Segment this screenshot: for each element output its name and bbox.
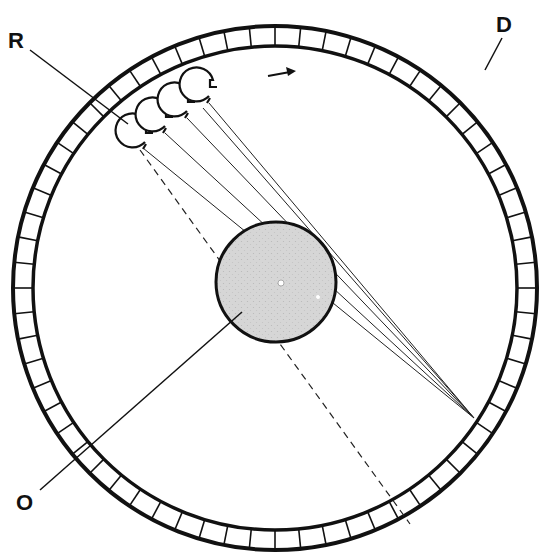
callout-letter: O: [16, 492, 33, 514]
detector-cell: [129, 489, 140, 506]
detector-cell: [13, 287, 33, 289]
detector-cell: [446, 103, 460, 117]
detector-cell: [129, 70, 140, 87]
detector-cell: [175, 46, 183, 64]
detector-cell: [44, 164, 62, 173]
detector-cell: [488, 164, 506, 173]
callout-letter: D: [496, 14, 512, 36]
detector-cell: [199, 520, 205, 539]
detector-cell: [516, 262, 536, 264]
detector-cell: [345, 37, 351, 56]
detector-cell: [151, 57, 160, 75]
detector-cell: [57, 142, 74, 153]
detector-cell: [409, 70, 420, 87]
x-ray-tube: [180, 67, 217, 103]
detector-cell: [24, 212, 43, 218]
detector-cell: [18, 335, 38, 339]
detector-cell: [199, 37, 205, 56]
detector-cell: [389, 57, 398, 75]
detector-cell: [33, 381, 51, 389]
ray: [143, 148, 474, 418]
detector-cell: [44, 402, 62, 411]
detector-cell: [368, 512, 376, 530]
ray: [165, 133, 474, 418]
detector-ring: [13, 26, 537, 550]
detector-cell: [109, 85, 122, 100]
detector-cell: [476, 422, 493, 433]
detector-cell: [488, 402, 506, 411]
detector-cell: [512, 335, 532, 339]
callout-letter: R: [8, 30, 24, 52]
object-detail: [278, 280, 284, 286]
central-ray: [140, 150, 410, 524]
detector-cell: [507, 212, 526, 218]
leader-line: [485, 38, 502, 70]
detector-cell: [24, 358, 43, 364]
detector-cell: [499, 381, 517, 389]
ring-outer: [13, 26, 537, 550]
detector-cell: [446, 459, 460, 473]
leader-lines: [30, 38, 502, 490]
ray: [203, 108, 474, 418]
detector-cell: [322, 525, 326, 545]
detector-cell: [274, 26, 276, 46]
detector-cell: [72, 122, 87, 135]
detector-cell: [18, 237, 38, 241]
detector-cell: [175, 512, 183, 530]
detector-cell: [322, 31, 326, 51]
ring-inner: [33, 46, 517, 530]
detector-cell: [109, 475, 122, 490]
detector-cell: [462, 442, 477, 455]
detector-cell: [429, 475, 442, 490]
detector-cell: [224, 31, 228, 51]
arrow-shaft: [268, 72, 290, 76]
detector-cell: [499, 188, 517, 196]
detector-cell: [368, 46, 376, 64]
detector-cell: [462, 122, 477, 135]
detector-cell: [507, 358, 526, 364]
ray: [187, 118, 474, 418]
detector-cell: [345, 520, 351, 539]
detector-cells: [13, 26, 537, 550]
detector-cell: [249, 529, 251, 549]
detector-cell: [389, 501, 398, 519]
motion-arrow: [268, 67, 296, 76]
object-circle: [216, 222, 336, 342]
detector-cell: [224, 525, 228, 545]
detector-cell: [299, 27, 301, 47]
detector-cell: [429, 85, 442, 100]
detector-cell: [409, 489, 420, 506]
detector-cell: [57, 422, 74, 433]
tube-nozzle: [185, 113, 188, 118]
detector-cell: [512, 237, 532, 241]
tube-nozzle: [143, 144, 146, 149]
tube-body: [180, 67, 217, 101]
ray: [209, 103, 474, 418]
detector-cell: [274, 530, 276, 550]
detector-cell: [90, 459, 104, 473]
detector-cell: [516, 312, 536, 314]
leader-line: [40, 312, 242, 490]
tube-nozzle: [207, 98, 210, 103]
detector-cell: [299, 529, 301, 549]
tube-nozzle: [163, 128, 166, 133]
detector-cell: [33, 188, 51, 196]
fan-rays: [143, 103, 474, 418]
detector-cell: [476, 142, 493, 153]
detector-cell: [249, 27, 251, 47]
leader-line: [30, 50, 128, 124]
object-detail: [316, 295, 320, 299]
detector-cell: [14, 262, 34, 264]
detector-cell: [151, 501, 160, 519]
x-ray-tubes: [116, 67, 217, 149]
detector-cell: [14, 312, 34, 314]
arrow-head: [286, 67, 296, 76]
detector-cell: [72, 442, 87, 455]
detector-cell: [517, 287, 537, 289]
